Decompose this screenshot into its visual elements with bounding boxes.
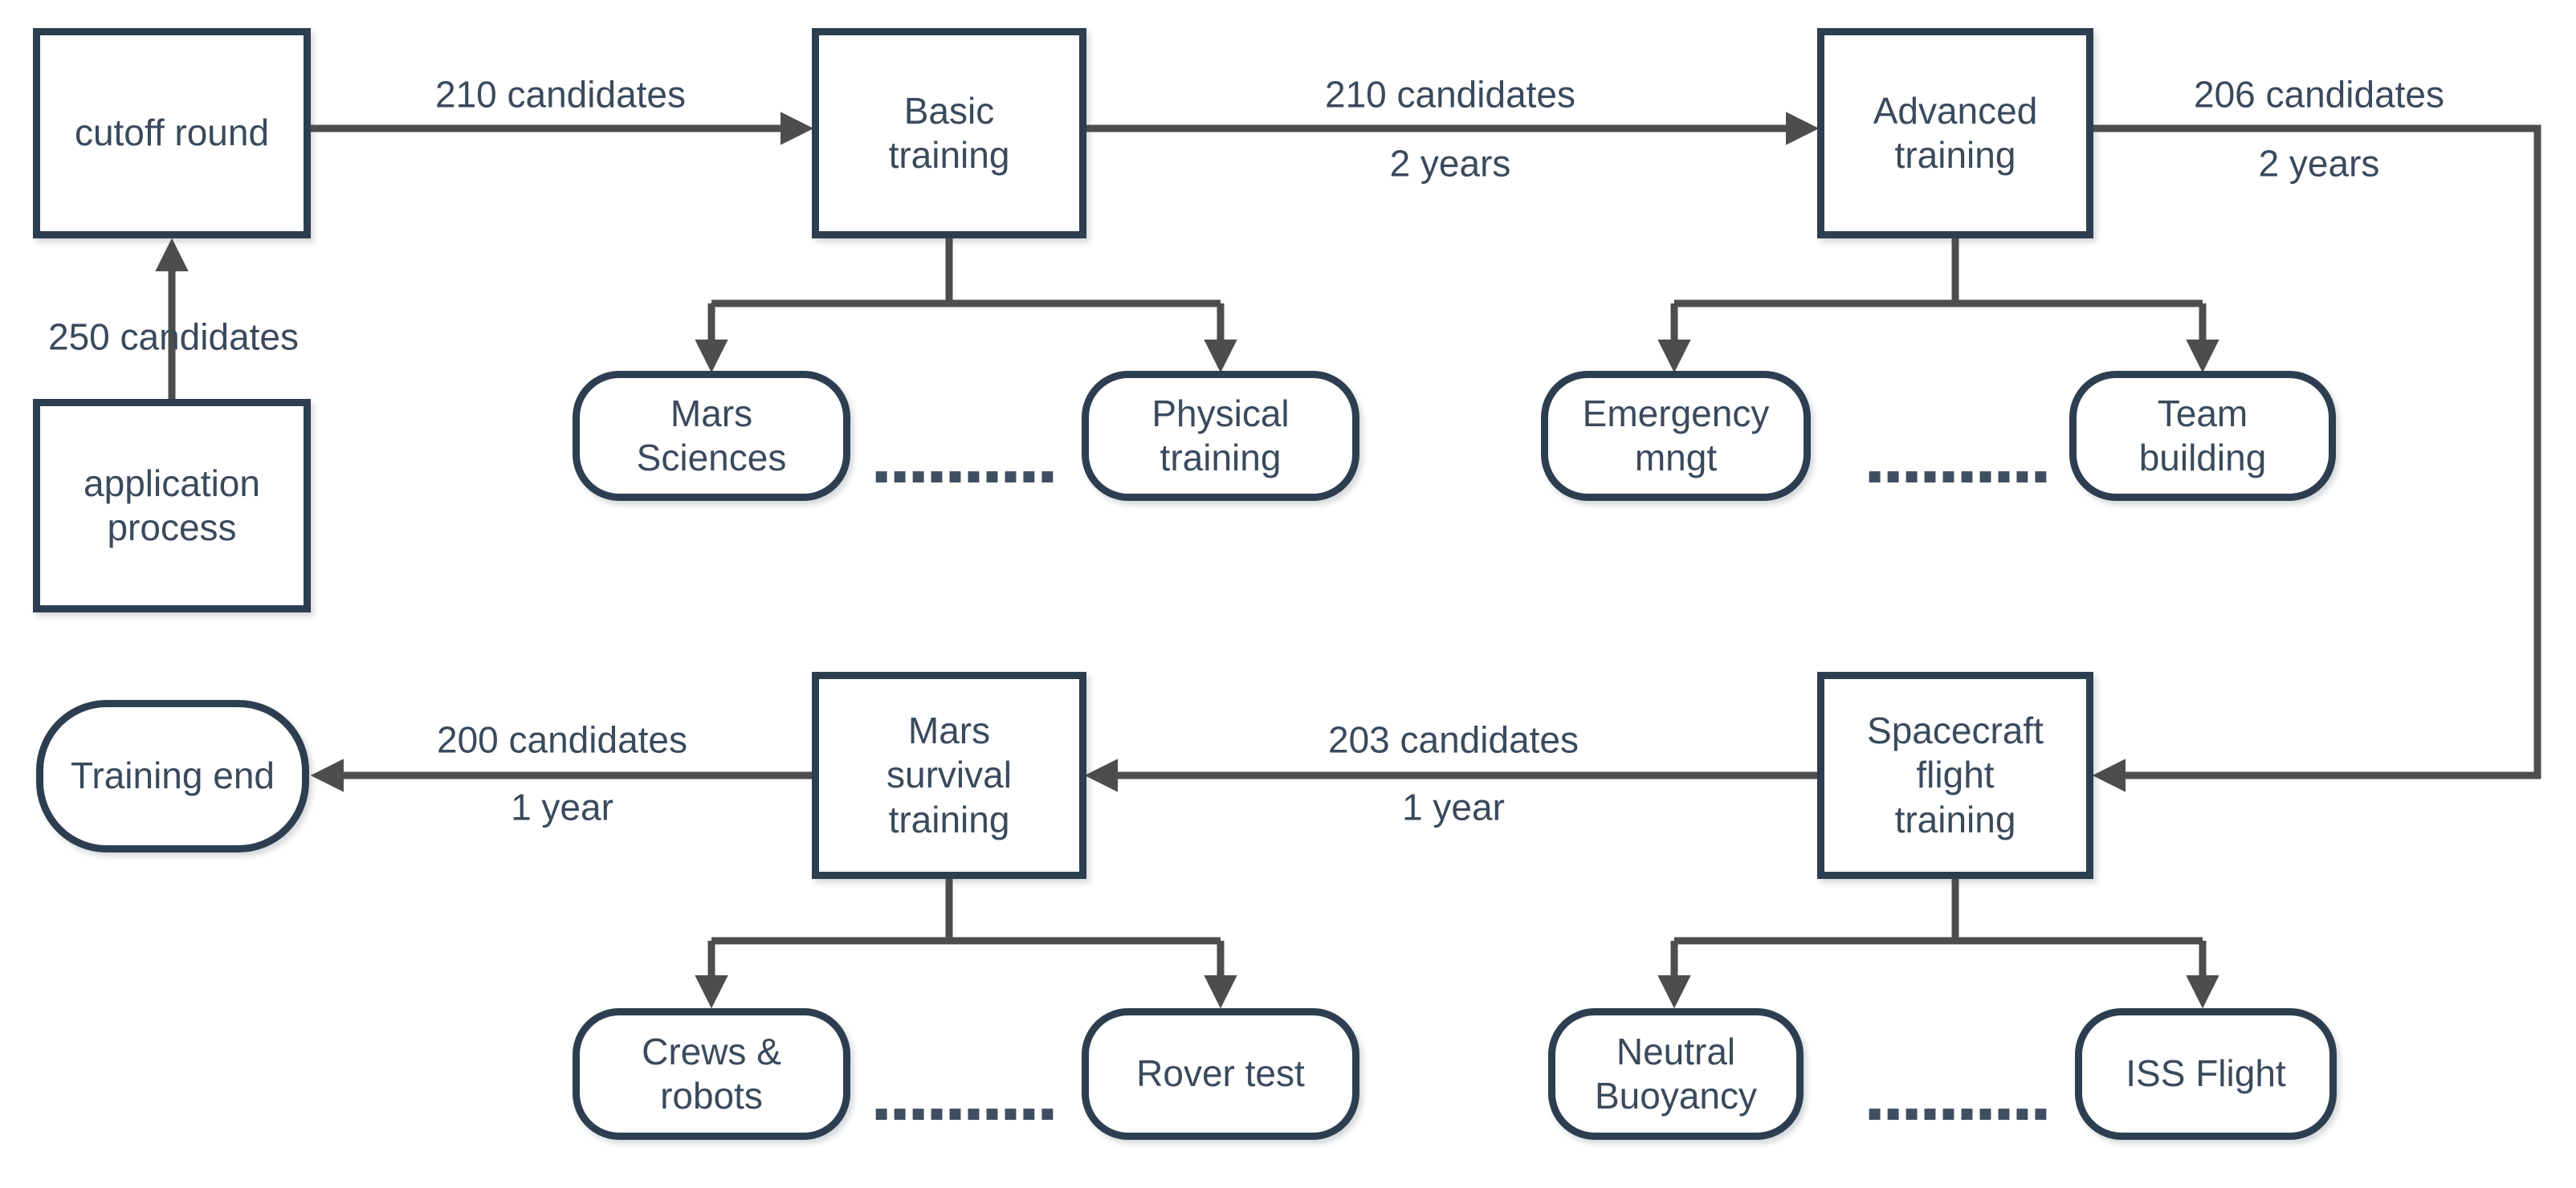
node-spacecraft-flight-training: Spacecraft flight training	[1817, 672, 2093, 879]
ellipsis-separator-advanced: ▪▪▪▪▪▪▪▪▪▪	[1867, 462, 2052, 489]
branch-basic-training-trunk	[711, 238, 1221, 307]
node-neutral-buoyancy: Neutral Buoyancy	[1548, 1008, 1804, 1140]
edge-label-mars-survival-to-training-end: 200 candidates	[436, 718, 688, 761]
arrow-advanced-to-spacecraft-wrap	[2092, 124, 2541, 792]
branch-spacecraft-trunk	[1674, 879, 2203, 945]
edge-label-spacecraft-to-mars-survival: 203 candidates	[1327, 718, 1579, 761]
ellipsis-separator-basic: ▪▪▪▪▪▪▪▪▪▪	[874, 462, 1058, 489]
edge-duration-spacecraft-to-mars-survival: 1 year	[1402, 786, 1505, 828]
edge-duration-mars-survival-to-training-end: 1 year	[511, 786, 613, 828]
node-mars-sciences: Mars Sciences	[573, 371, 850, 501]
edge-duration-advanced-to-spacecraft: 2 years	[2258, 142, 2380, 185]
edge-label-basic-to-advanced: 210 candidates	[1324, 73, 1576, 116]
node-advanced-training: Advanced training	[1817, 28, 2093, 238]
edge-label-cutoff-to-basic: 210 candidates	[434, 73, 687, 116]
node-emergency-mngt: Emergency mngt	[1541, 371, 1811, 501]
branch-advanced-training-trunk	[1674, 238, 2203, 307]
node-cutoff-round: cutoff round	[33, 28, 311, 238]
edge-label-advanced-to-spacecraft: 206 candidates	[2193, 73, 2445, 116]
node-team-building: Team building	[2069, 371, 2336, 501]
ellipsis-separator-spacecraft: ▪▪▪▪▪▪▪▪▪▪	[1867, 1099, 2052, 1126]
ellipsis-separator-mars-survival: ▪▪▪▪▪▪▪▪▪▪	[874, 1099, 1058, 1126]
node-mars-survival-training: Mars survival training	[812, 672, 1086, 879]
node-application-process: application process	[33, 399, 311, 612]
node-basic-training: Basic training	[812, 28, 1086, 238]
edge-label-application-to-cutoff: 250 candidates	[47, 315, 300, 358]
node-rover-test: Rover test	[1082, 1008, 1359, 1140]
node-training-end: Training end	[36, 700, 309, 852]
node-iss-flight: ISS Flight	[2075, 1008, 2337, 1140]
node-crews-robots: Crews & robots	[573, 1008, 850, 1140]
node-physical-training: Physical training	[1082, 371, 1359, 501]
branch-mars-survival-trunk	[711, 879, 1221, 945]
edge-duration-basic-to-advanced: 2 years	[1389, 142, 1511, 185]
